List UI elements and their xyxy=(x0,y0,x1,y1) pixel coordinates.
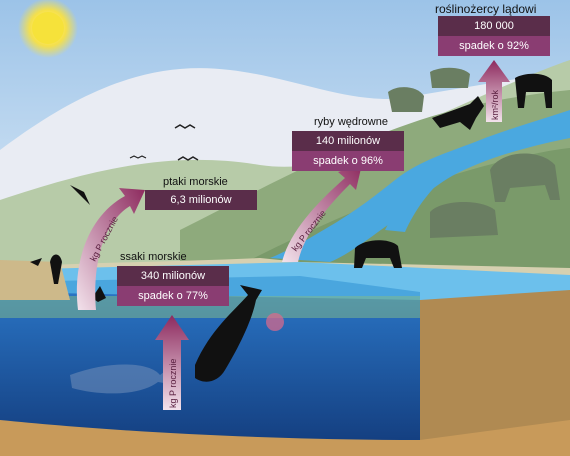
giant-sloth xyxy=(430,201,498,238)
fish-value: 140 milionów xyxy=(292,131,404,151)
seabird xyxy=(92,286,106,302)
fish-decline: spadek o 96% xyxy=(292,151,404,171)
seabed-side xyxy=(420,290,570,456)
seabed xyxy=(0,420,570,456)
arrow-herbivores xyxy=(478,60,510,122)
herbivores-decline: spadek o 92% xyxy=(438,36,550,56)
reindeer xyxy=(432,96,484,130)
bird-3 xyxy=(129,155,147,159)
vertical-arrow-label: kg P rocznie xyxy=(168,359,178,408)
herbivores-box: 180 000 spadek o 92% xyxy=(438,16,550,56)
whale-silhouette xyxy=(70,364,172,394)
mammals-box: 340 milionów spadek o 77% xyxy=(117,266,229,306)
mammals-title: ssaki morskie xyxy=(120,251,187,263)
birds-value: 6,3 milionów xyxy=(145,190,257,210)
herbivores-value: 180 000 xyxy=(438,16,550,36)
bird-1 xyxy=(70,185,90,205)
birds-box: 6,3 milionów xyxy=(145,190,257,210)
bird-4 xyxy=(177,156,199,161)
mammoth xyxy=(490,153,560,202)
river-branch xyxy=(385,168,446,232)
perched-bird xyxy=(30,258,42,266)
herbivore-arrow-label: km²/rok xyxy=(490,90,500,120)
prehistoric-animal xyxy=(388,87,424,112)
bear xyxy=(354,240,402,268)
mammals-value: 340 milionów xyxy=(117,266,229,286)
herbivores-title: roślinożercy lądowi xyxy=(435,2,537,16)
arrow-whale-upwelling xyxy=(155,315,189,410)
fish-title: ryby wędrowne xyxy=(314,116,388,128)
diving-whale xyxy=(195,285,262,382)
bird-2 xyxy=(174,124,196,129)
plankton-layer xyxy=(0,296,420,318)
plume xyxy=(266,313,284,331)
fish-box: 140 milionów spadek o 96% xyxy=(292,131,404,171)
arrow-fish xyxy=(282,164,362,262)
arrow-seabirds xyxy=(76,188,145,310)
moose xyxy=(515,73,552,108)
mammals-decline: spadek o 77% xyxy=(117,286,229,306)
prehistoric-animal-2 xyxy=(430,67,470,88)
sun xyxy=(32,12,64,44)
cormorant xyxy=(50,254,62,284)
birds-title: ptaki morskie xyxy=(163,176,228,188)
